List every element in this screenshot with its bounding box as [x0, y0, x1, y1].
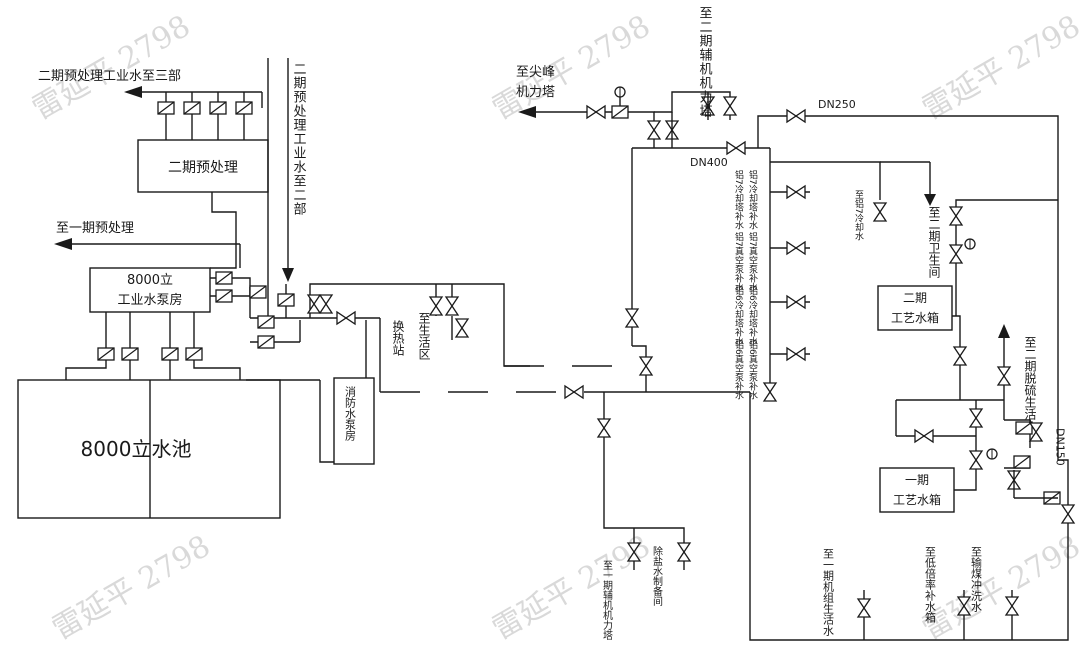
phase2-pretreatment-box [137, 139, 269, 193]
label-dn150: DN150 [1054, 428, 1067, 466]
label-phase2-pretreatment: 二期预处理 [168, 160, 238, 176]
label-al6-vacuum-2: 铝6真空泵补水 [733, 339, 744, 400]
watermark: 雷延平 2798 [917, 529, 1080, 646]
phase1-process-tank [879, 467, 955, 513]
watermark: 雷延平 2798 [487, 9, 657, 127]
label-al7-vacuum-2: 铝7真空泵补水 [733, 231, 744, 292]
label-to-low-makeup: 至低倍率补水箱 [924, 546, 937, 624]
label-al6-cooling: 铝6冷却塔补水 [747, 285, 758, 346]
label-dn400: DN400 [690, 156, 728, 169]
label-to-al7-cooling-water: 至铝7冷却水 [853, 190, 864, 241]
label-phase2-tank-1: 二期 [903, 291, 927, 305]
phase2-process-tank [877, 285, 953, 331]
label-to-peak-tower-1: 至尖峰 [516, 65, 555, 80]
label-to-phase1-pretreatment: 至一期预处理 [56, 221, 134, 236]
label-al7-cooling: 铝7冷却塔补水 [747, 169, 758, 230]
label-desalting-workshop: 除盐水制备间 [651, 545, 663, 607]
label-phase1-tank-1: 一期 [905, 473, 929, 487]
label-al6-vacuum: 铝6真空泵补水 [747, 339, 758, 400]
label-pump-house-1: 8000立 [127, 273, 173, 288]
label-al7-vacuum: 铝7真空泵补水 [747, 231, 758, 292]
label-phase2-pre-to-dept3: 二期预处理工业水至三部 [38, 69, 181, 84]
label-to-phase2-toilet: 至二期卫生间 [927, 206, 941, 278]
label-to-phase1-aux-tower: 至一期辅机机力塔 [601, 560, 613, 641]
label-to-phase1-mech-living: 至一期机组生活水 [822, 548, 835, 636]
fire-pump-house-box [333, 377, 375, 465]
label-al7-cooling-2: 铝7冷却塔补水 [733, 169, 744, 230]
label-pool: 8000立水池 [81, 437, 192, 461]
watermark: 雷延平 2798 [917, 9, 1080, 127]
label-to-peak-tower-2: 机力塔 [516, 85, 555, 100]
label-to-phase2-desulf-living: 至二期脱硫生活水 [1023, 336, 1037, 432]
label-phase1-tank-2: 工艺水箱 [893, 492, 941, 507]
pump-house-box [89, 267, 211, 313]
label-to-living-area: 至生活区 [417, 312, 431, 360]
label-pump-house-2: 工业水泵房 [117, 292, 182, 308]
watermark: 雷延平 2798 [47, 529, 217, 646]
label-phase2-tank-2: 工艺水箱 [891, 310, 939, 325]
label-phase2-pre-to-dept2: 二期预处理工业水至二部 [291, 62, 307, 216]
label-to-coal-conveyor: 至输煤冲洗水 [970, 546, 983, 612]
label-heat-exchange: 换热站 [391, 320, 405, 356]
label-al6-cooling-2: 铝6冷却塔补水 [733, 285, 744, 346]
line-to-dept3 [124, 86, 263, 140]
water-pool [17, 379, 281, 519]
label-fire-pump-house: 消防水泵房 [344, 385, 357, 442]
label-dn250: DN250 [818, 98, 856, 111]
label-to-phase2-aux-tower: 至二期辅机机力塔 [697, 6, 713, 118]
